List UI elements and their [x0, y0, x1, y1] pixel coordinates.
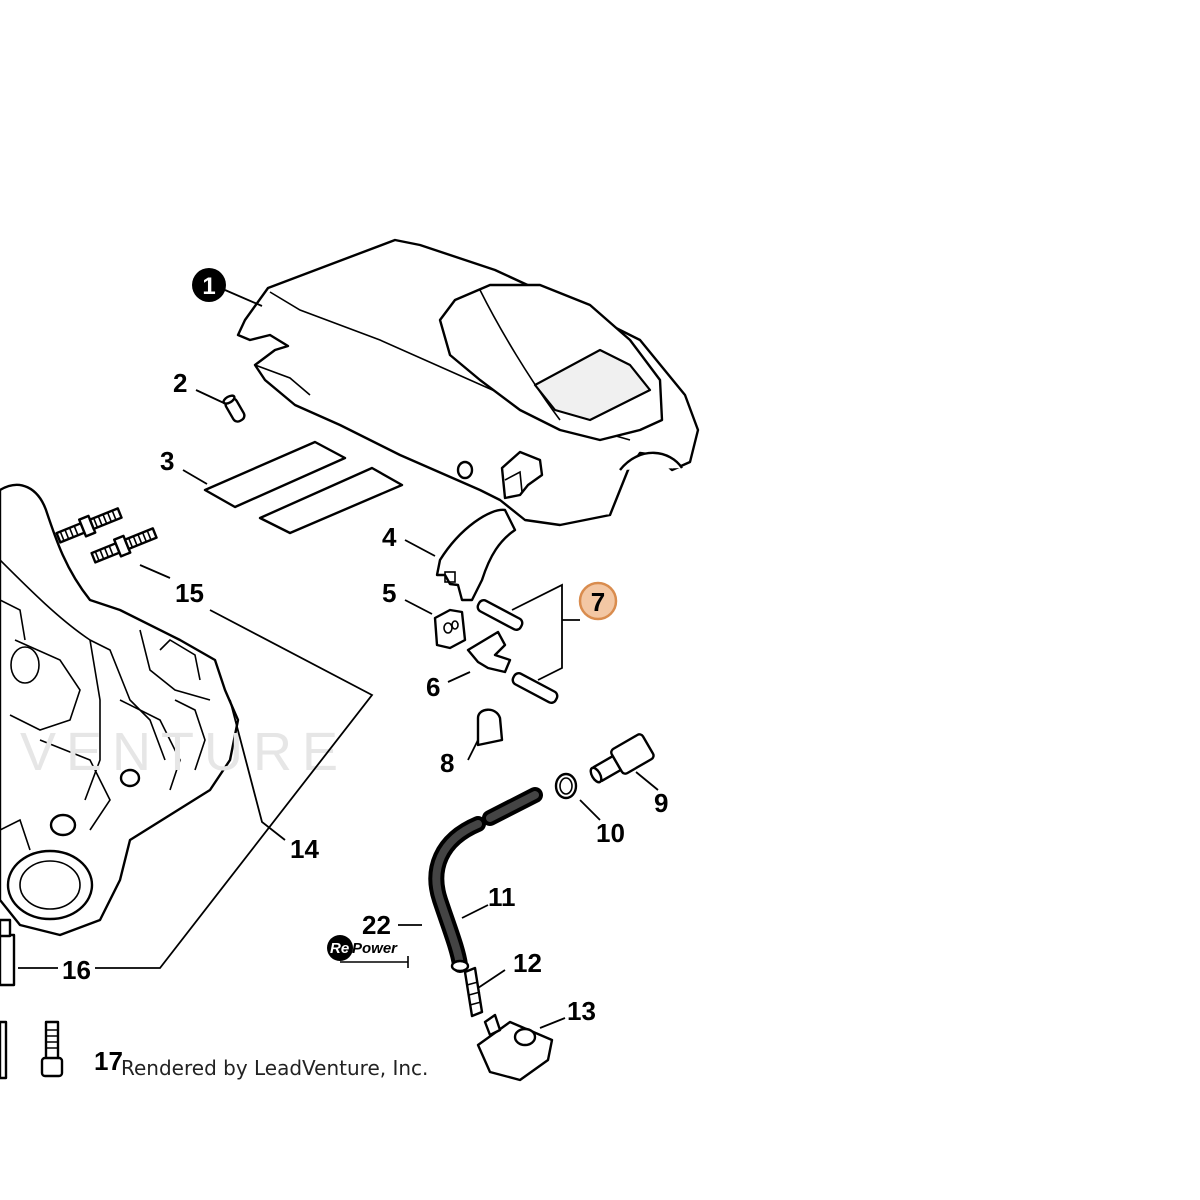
callout-8[interactable]: 8 — [440, 748, 454, 778]
lever-part-4 — [435, 508, 517, 602]
clip-part-5 — [433, 608, 467, 650]
screw-part-17 — [0, 1020, 64, 1080]
grommet-part-10 — [554, 772, 578, 800]
callout-2[interactable]: 2 — [173, 368, 187, 398]
callout-3[interactable]: 3 — [160, 446, 174, 476]
watermark-text: VENTURE — [20, 722, 348, 782]
callout-9[interactable]: 9 — [654, 788, 668, 818]
callout-22[interactable]: 22 — [362, 910, 391, 940]
callout-14[interactable]: 14 — [290, 834, 319, 864]
pins-part-7 — [476, 598, 559, 705]
repower-logo-prefix: Re — [330, 940, 349, 957]
callout-17[interactable]: 17 — [94, 1046, 123, 1076]
stud-bolts — [55, 507, 158, 564]
callout-5[interactable]: 5 — [382, 578, 396, 608]
callout-12[interactable]: 12 — [513, 948, 542, 978]
callout-1-label: 1 — [202, 273, 215, 300]
callout-7-label: 7 — [591, 587, 605, 617]
sleeve-part-2 — [222, 394, 246, 423]
cap-part-8 — [476, 708, 504, 747]
callout-10[interactable]: 10 — [596, 818, 625, 848]
leader-lines — [18, 289, 659, 1029]
spring-part-6 — [466, 630, 512, 674]
callout-13[interactable]: 13 — [567, 996, 596, 1026]
callout-11[interactable]: 11 — [488, 882, 516, 912]
callout-6[interactable]: 6 — [426, 672, 440, 702]
crankcase-housing — [0, 483, 240, 937]
plug-part-16 — [0, 918, 16, 987]
fitting-part-9 — [589, 733, 655, 784]
render-credit: Rendered by LeadVenture, Inc. — [121, 1056, 428, 1080]
callout-15[interactable]: 15 — [175, 578, 204, 608]
oil-hose-part-11 — [428, 787, 543, 973]
callout-1[interactable]: 1 — [192, 268, 226, 302]
nipple-part-12 — [463, 966, 484, 1018]
chain-sprocket-cover — [236, 238, 700, 527]
pads-part-3 — [203, 440, 404, 535]
oil-pickup-part-13 — [476, 1013, 554, 1082]
callout-16[interactable]: 16 — [62, 955, 91, 985]
repower-logo: Re Power — [327, 935, 409, 968]
callout-7[interactable]: 7 — [578, 581, 618, 621]
repower-logo-suffix: Power — [352, 940, 398, 957]
callout-4[interactable]: 4 — [382, 522, 397, 552]
